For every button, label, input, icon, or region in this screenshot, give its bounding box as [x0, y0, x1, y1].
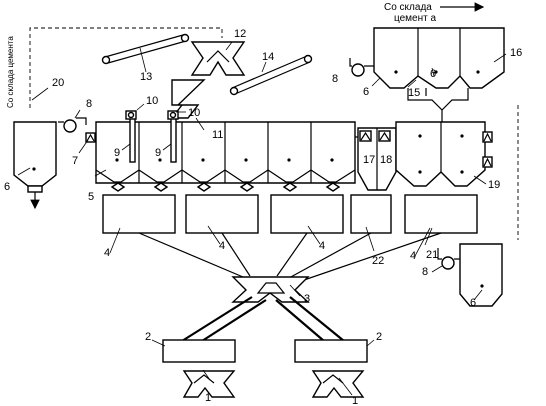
callout-label: 7: [72, 155, 78, 167]
cement-bins-5: [95, 121, 356, 192]
callout-label: 6: [470, 297, 476, 309]
callout-label: 3: [304, 293, 310, 305]
source-label-line1: Со склада: [384, 2, 432, 13]
callout-label: 5: [88, 191, 94, 203]
callout-label: 4: [410, 250, 416, 262]
filter-hopper-left: [13, 117, 87, 210]
callout-label: 20: [52, 77, 64, 89]
receiving-hopper-12: [190, 41, 246, 76]
callout-label: 10: [146, 95, 158, 107]
callout-label: 22: [372, 255, 384, 267]
callouts: 1 1 2 2 3 4 4 4 4 5 6 6 6 6 7 8 8 8 9 9 …: [4, 28, 522, 406]
pipe-9-right: [167, 110, 179, 163]
mixers-2: [162, 339, 368, 363]
silo-16: [349, 27, 505, 122]
source-label-line2: цемент а: [394, 13, 436, 24]
callout-label: 4: [319, 240, 325, 252]
outlet-hoppers-1: [182, 370, 365, 398]
callout-label: 12: [234, 28, 246, 40]
callout-label: 6: [363, 86, 369, 98]
dashed-lines: [29, 27, 519, 240]
callout-label: 17: [363, 154, 375, 166]
callout-label: 2: [376, 331, 382, 343]
valve-7: [85, 132, 96, 143]
chutes-to-mixers: [181, 296, 345, 342]
callout-label: 14: [262, 51, 274, 63]
callout-label: 6: [4, 181, 10, 193]
chutes-to-collector: [138, 232, 442, 281]
side-label-left: Со склада цемента: [6, 36, 15, 108]
callout-label: 1: [205, 392, 211, 404]
collector-3: [231, 276, 310, 303]
bins-19: [395, 121, 493, 187]
bins-17-18: [357, 127, 397, 191]
callout-label: 8: [422, 266, 428, 278]
callout-label: 4: [104, 247, 110, 259]
callout-label: 18: [380, 154, 392, 166]
dosing-boxes: [102, 194, 478, 234]
callout-label: 6: [430, 68, 436, 80]
callout-label: 21: [426, 249, 438, 261]
callout-label: 11: [212, 129, 223, 141]
callout-label: 15: [408, 87, 420, 99]
elevator-11: [170, 79, 206, 119]
callout-label: 8: [332, 73, 338, 85]
conveyor-13: [101, 33, 190, 65]
pipe-9-left: [125, 110, 137, 163]
callout-label: 8: [86, 98, 92, 110]
callout-label: 2: [145, 331, 151, 343]
callout-label: 9: [114, 147, 120, 159]
callout-label: 13: [140, 71, 152, 83]
callout-label: 19: [488, 179, 500, 191]
filter-hopper-right: [437, 243, 503, 307]
callout-label: 1: [352, 395, 358, 406]
cement-source-label: Со склада цемент а: [384, 2, 485, 24]
callout-label: 9: [155, 147, 161, 159]
callout-label: 4: [219, 240, 225, 252]
conveyor-14: [229, 54, 313, 96]
callout-label: 16: [510, 47, 522, 59]
callout-label: 10: [188, 107, 200, 119]
